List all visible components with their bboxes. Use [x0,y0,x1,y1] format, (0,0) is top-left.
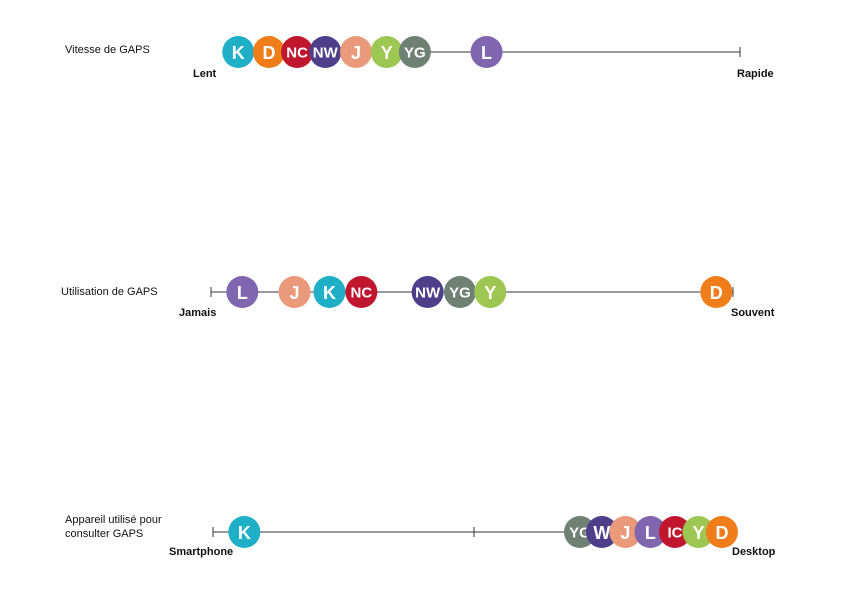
marker-circle [252,36,285,68]
marker-label: NC [286,45,308,62]
marker-circle [281,36,314,68]
marker-circle [226,276,259,308]
marker-label: J [290,283,300,303]
marker-label: YG [449,285,471,302]
marker-label: K [323,283,336,303]
marker-yg: YG [563,516,596,548]
scale-title-speed: Vitesse de GAPS [65,44,150,56]
marker-yg: YG [398,36,431,68]
marker-circle [345,276,378,308]
marker-k: K [222,36,255,68]
marker-label: D [262,43,275,63]
marker-d: D [252,36,285,68]
marker-label: IC [667,525,682,542]
marker-circle [705,516,738,548]
marker-yg: YG [443,276,476,308]
marker-nw: NW [411,276,444,308]
marker-label: NW [415,285,441,302]
marker-label: Y [484,283,496,303]
marker-j: J [278,276,311,308]
marker-label: YG [569,525,591,542]
marker-label: K [232,43,245,63]
marker-label: NC [351,285,373,302]
marker-nw: NW [309,36,342,68]
marker-circle [470,36,503,68]
marker-nc: NC [281,36,314,68]
marker-label: L [645,523,656,543]
marker-k: K [228,516,261,548]
marker-l: L [470,36,503,68]
marker-y: Y [370,36,403,68]
marker-label: K [238,523,251,543]
marker-circle [585,516,618,548]
device-right-label: Desktop [732,546,776,558]
marker-circle [443,276,476,308]
marker-label: J [351,43,361,63]
marker-circle [222,36,255,68]
marker-circle [700,276,733,308]
marker-label: D [715,523,728,543]
speed-left-label: Lent [193,68,217,80]
scale-title-usage: Utilisation de GAPS [61,286,158,298]
marker-label: L [481,43,492,63]
marker-label: D [710,283,723,303]
marker-nw: W [585,516,618,548]
marker-circle [563,516,596,548]
marker-y: Y [474,276,507,308]
marker-j: J [609,516,642,548]
marker-nc: NC [345,276,378,308]
usage-left-label: Jamais [179,307,217,319]
marker-circle [634,516,667,548]
marker-y: Y [682,516,715,548]
marker-circle [682,516,715,548]
usage-right-label: Souvent [731,307,775,319]
scale-title-device: Appareil utilisé pour consulter GAPS [65,514,162,540]
marker-label: Y [381,43,393,63]
marker-label: NW [313,45,339,62]
marker-j: J [340,36,372,68]
marker-label: W [593,523,610,543]
marker-k: K [313,276,346,308]
marker-circle [474,276,507,308]
speed-right-label: Rapide [737,68,774,80]
marker-d: D [705,516,738,548]
marker-circle [609,516,642,548]
marker-circle [313,276,346,308]
marker-l: L [634,516,667,548]
marker-d: D [700,276,733,308]
marker-circle [398,36,431,68]
marker-circle [340,36,372,68]
marker-circle [658,516,691,548]
marker-circle [228,516,261,548]
marker-circle [370,36,403,68]
marker-circle [309,36,342,68]
marker-label: Y [692,523,704,543]
marker-circle [278,276,311,308]
marker-circle [411,276,444,308]
marker-l: L [226,276,259,308]
marker-label: YG [404,45,426,62]
marker-nc: IC [658,516,691,548]
marker-label: L [237,283,248,303]
device-left-label: Smartphone [169,546,234,558]
marker-label: J [620,523,630,543]
